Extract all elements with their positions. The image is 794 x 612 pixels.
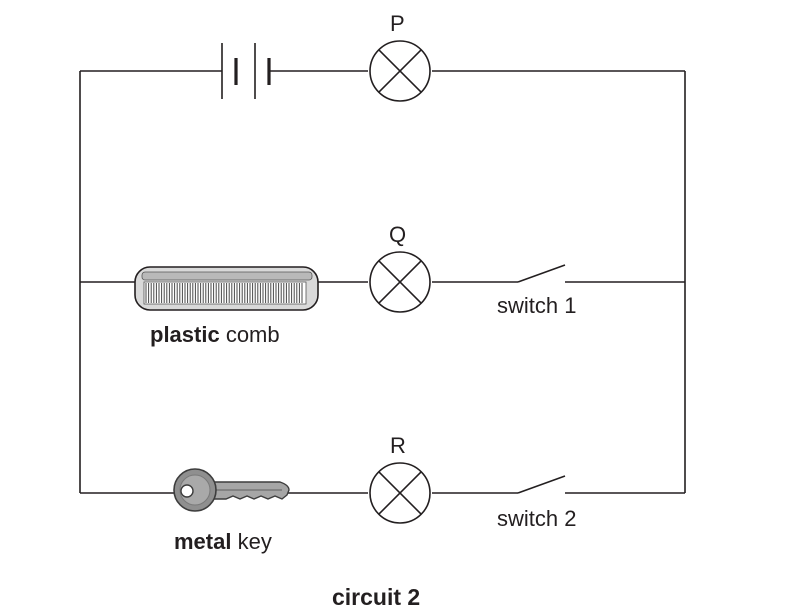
switch-2-label: switch 2 xyxy=(497,506,577,531)
plastic-comb-icon xyxy=(134,266,319,311)
switch-1-label: switch 1 xyxy=(497,293,577,318)
lamp-q-icon xyxy=(369,251,431,313)
plastic-comb-label-rest: comb xyxy=(219,322,280,347)
plastic-comb-label: plastic comb xyxy=(150,322,280,348)
switch-1-icon xyxy=(517,264,566,283)
battery xyxy=(221,43,271,99)
lamp-p-icon xyxy=(369,40,431,102)
metal-key-label: metal key xyxy=(174,529,272,555)
metal-key-icon xyxy=(173,468,290,512)
lamp-q-label: Q xyxy=(389,222,407,247)
diagram-caption: circuit 2 xyxy=(332,584,421,610)
switch-2-icon xyxy=(517,475,566,494)
plastic-comb-label-bold: plastic xyxy=(150,322,220,347)
lamp-r-icon xyxy=(369,462,431,524)
metal-key-label-rest: key xyxy=(231,529,272,554)
metal-key-label-bold: metal xyxy=(174,529,232,554)
lamp-p-label: P xyxy=(390,11,405,36)
lamp-r-label: R xyxy=(390,433,406,458)
